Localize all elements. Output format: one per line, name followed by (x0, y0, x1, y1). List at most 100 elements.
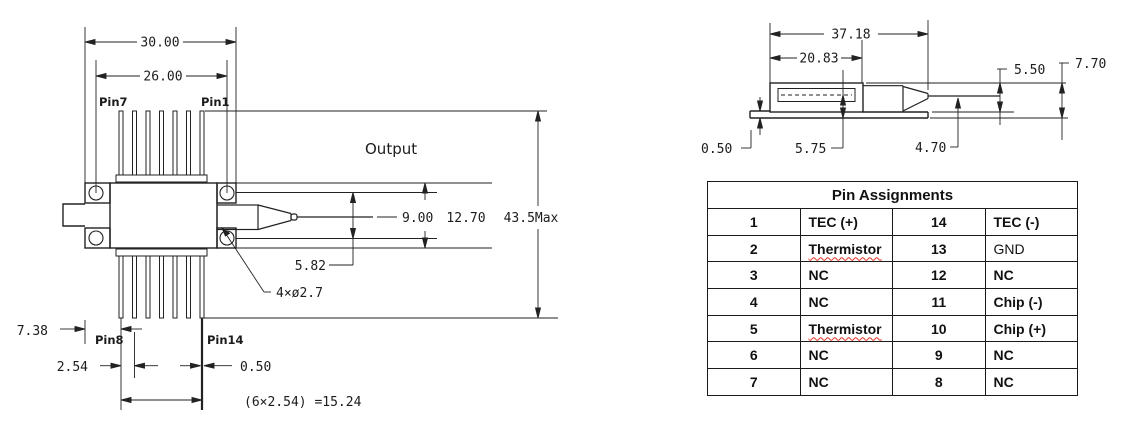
pin (132, 255, 137, 319)
arrowhead (191, 396, 203, 404)
pin (145, 110, 151, 176)
snout-base (216, 204, 259, 231)
arrowhead (769, 54, 781, 62)
arrowhead (839, 94, 847, 106)
pin (199, 255, 205, 319)
pin (186, 255, 191, 319)
pin-number-cell: 5 (707, 314, 801, 343)
arrowhead (917, 30, 929, 38)
pin-number-cell: 2 (707, 234, 801, 263)
dim-pitch-total-label: (6×2.54) =15.24 (244, 395, 362, 410)
pin-number-cell: 3 (707, 261, 801, 290)
arrowhead (220, 226, 231, 237)
pin (159, 255, 164, 319)
holes-leader: 4×ø2.7 (220, 226, 323, 301)
flange-ear-top-left (84, 182, 111, 204)
table-row: 5 Thermistor 10 Chip (+) (707, 314, 1078, 343)
pin (186, 110, 191, 176)
dim-9-and-5-82: 9.00 5.82 (295, 192, 433, 274)
arrowhead (756, 117, 764, 129)
flange-ear-bottom-left (84, 227, 111, 249)
pin-function-cell: TEC (-) (984, 208, 1078, 236)
flange-ear-bottom-right (216, 227, 237, 249)
pin-function-cell: Thermistor (799, 314, 893, 343)
pin-number-cell: 10 (892, 314, 986, 343)
arrowhead (120, 396, 132, 404)
package-body (109, 182, 218, 249)
pin-number-cell: 9 (892, 341, 986, 370)
pin (145, 255, 151, 319)
left-tab (62, 203, 85, 227)
table-title-row: Pin Assignments (707, 181, 1078, 209)
dim-7-70-label: 7.70 (1075, 57, 1106, 72)
arrowhead (1058, 107, 1066, 119)
dim-37-18: 37.18 (769, 20, 929, 90)
mounting-holes (88, 185, 235, 246)
arrowhead (225, 38, 237, 46)
pin (199, 110, 205, 176)
pin (172, 110, 178, 176)
arrowhead (839, 107, 847, 119)
side-lead-slot (777, 88, 856, 102)
side-snout (863, 85, 1000, 112)
dim-12-70-label: 12.70 (446, 211, 485, 226)
top-view-drawing: 30.00 26.00 Pin7 Pin1 Output (17, 27, 559, 410)
dim-5-50: 5.50 (996, 63, 1045, 125)
arrowhead (954, 97, 962, 109)
pin (132, 110, 137, 176)
pin-number-cell: 7 (707, 368, 801, 396)
arrowhead (421, 237, 429, 249)
dim-4-70-label: 4.70 (915, 141, 946, 156)
dim-30: 30.00 (84, 27, 237, 183)
arrowhead (84, 38, 96, 46)
table-row: 2 Thermistor 13 GND (707, 234, 1078, 263)
pin-function-cell: Chip (-) (984, 288, 1078, 316)
arrowhead (120, 325, 132, 333)
misspelled-word: Thermistor (808, 240, 882, 257)
pin (172, 255, 178, 319)
dim-5-75-label: 5.75 (795, 142, 826, 157)
dim-7-70: 7.70 (1058, 57, 1106, 140)
pin14-label: Pin14 (207, 333, 244, 347)
arrowhead (534, 307, 542, 319)
pin-function-cell: NC (799, 368, 893, 396)
output-label: Output (365, 140, 417, 158)
arrowhead (134, 362, 145, 369)
pin-function-cell: NC (984, 261, 1078, 290)
arrowhead (203, 362, 215, 369)
pin8-label: Pin8 (95, 333, 124, 347)
snout-cone (257, 204, 292, 231)
pin-number-cell: 12 (892, 261, 986, 290)
pin-number-cell: 13 (892, 234, 986, 263)
misspelled-word: Thermistor (808, 320, 882, 337)
pin-assignments-table: Pin Assignments 1 TEC (+) 14 TEC (-) 2 T… (707, 181, 1078, 396)
top-pins (115, 110, 208, 183)
side-extension-lines (866, 82, 1068, 119)
pin-function-cell: GND (984, 234, 1078, 263)
dim-7-38: 7.38 (17, 320, 142, 344)
dim-20-83: 20.83 (769, 40, 863, 83)
arrowhead (996, 82, 1004, 94)
arrowhead (74, 325, 86, 333)
dim-30-label: 30.00 (140, 36, 179, 51)
pin-function-cell: TEC (+) (799, 208, 893, 236)
mounting-hole (88, 230, 104, 246)
pin-function-cell: NC (984, 368, 1078, 396)
snout-tip (290, 213, 298, 221)
pin-function-cell: Chip (+) (984, 314, 1078, 343)
pin-number-cell: 4 (707, 288, 801, 316)
dim-0-50-label: 0.50 (240, 360, 271, 375)
pin-number-cell: 1 (707, 208, 801, 236)
arrowhead (349, 192, 357, 203)
pin7-label: Pin7 (99, 95, 128, 109)
table-row: 3 NC 12 NC (707, 261, 1078, 290)
output-snout (216, 204, 373, 231)
bottom-extension-lines (120, 318, 204, 410)
pin-number-cell: 8 (892, 368, 986, 396)
arrowhead (756, 100, 764, 112)
flange-ear-top-right (216, 182, 237, 204)
arrowhead (110, 362, 122, 369)
dim-5-50-label: 5.50 (1014, 63, 1045, 78)
table-row: 1 TEC (+) 14 TEC (-) (707, 208, 1078, 236)
